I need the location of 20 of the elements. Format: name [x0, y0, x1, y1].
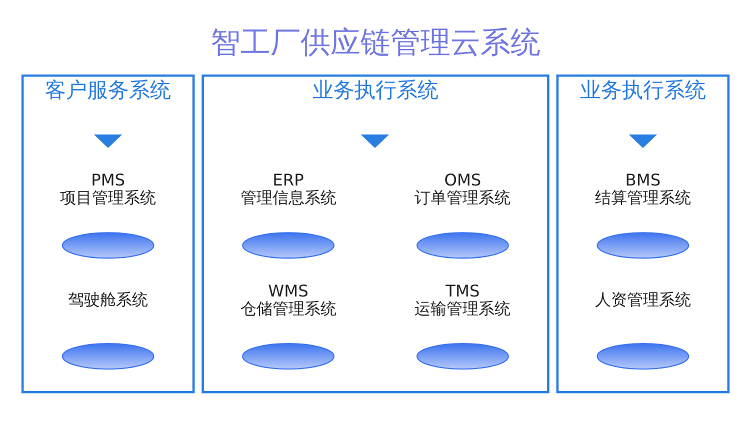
node-ellipse: [416, 232, 509, 259]
node-ellipse: [62, 232, 154, 259]
node-ellipse: [416, 343, 509, 370]
node-text: TMS 运输管理系统: [414, 281, 511, 318]
node-text: ERP 管理信息系统: [240, 170, 336, 207]
node-ellipse: [62, 343, 154, 370]
node-triangle: [628, 134, 658, 148]
node-text: 人资管理系统: [594, 290, 691, 310]
node-text: 驾驶舱系统: [68, 290, 148, 310]
node-ellipse: [242, 343, 334, 370]
node-ellipse: [242, 232, 334, 259]
node-text: PMS 项目管理系统: [60, 170, 156, 207]
node-text: OMS 订单管理系统: [414, 170, 511, 207]
node-text: WMS 仓储管理系统: [240, 281, 336, 318]
node-ellipse: [596, 343, 690, 370]
node-ellipse: [596, 232, 690, 259]
node-triangle: [94, 134, 122, 148]
node-triangle: [360, 134, 390, 148]
node-text: BMS 结算管理系统: [594, 170, 691, 207]
diagram-title: 智工厂供应链管理云系统: [210, 25, 540, 60]
